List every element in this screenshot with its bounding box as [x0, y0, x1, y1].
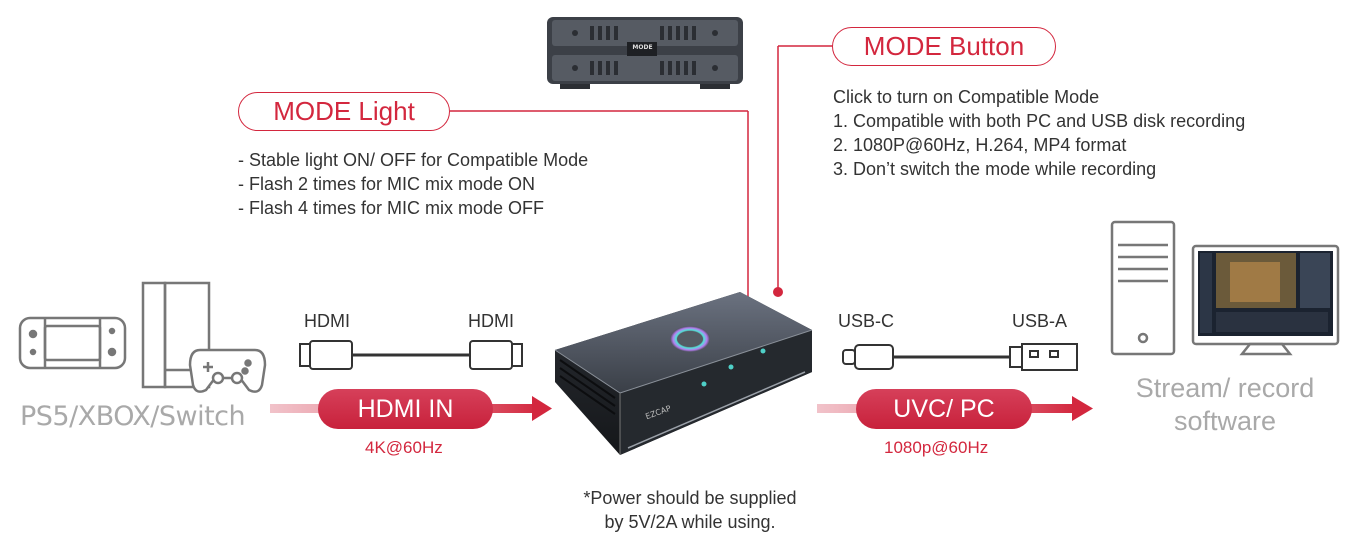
gamepad-icon: [188, 348, 267, 393]
device-rear-view-image: [547, 17, 743, 89]
power-note-line-1: *Power should be supplied: [583, 488, 797, 508]
mode-light-line-1: - Stable light ON/ OFF for Compatible Mo…: [238, 150, 589, 170]
mode-light-line-2: - Flash 2 times for MIC mix mode ON: [238, 174, 536, 194]
hdmi-left-label: HDMI: [304, 311, 350, 331]
computer-tower-icon: [1110, 220, 1176, 356]
mode-light-title: MODE Light: [238, 92, 450, 131]
destination-label-line-1: Stream/ record: [1135, 373, 1315, 403]
hdmi-cable-icon: [299, 340, 523, 370]
device-mode-label: MODE: [632, 44, 653, 51]
mode-light-line-3: - Flash 4 times for MIC mix mode OFF: [238, 198, 545, 218]
usb-cable-icon: [842, 343, 1078, 371]
mode-button-title: MODE Button: [832, 27, 1056, 66]
hdmi-right-label: HDMI: [468, 311, 514, 331]
mode-button-line-3: 2. 1080P@60Hz, H.264, MP4 format: [833, 135, 1127, 155]
destination-label-line-2: software: [1173, 406, 1277, 436]
mode-button-leader-line: [773, 45, 834, 297]
uvc-pc-spec: 1080p@60Hz: [884, 438, 989, 457]
mode-button-line-1: Click to turn on Compatible Mode: [833, 87, 1100, 107]
capture-device-image: [554, 292, 813, 455]
monitor-icon: [1191, 244, 1340, 356]
mode-button-line-2: 1. Compatible with both PC and USB disk …: [833, 111, 1246, 131]
hdmi-in-pill: HDMI IN: [318, 389, 493, 429]
mode-button-line-4: 3. Don’t switch the mode while recording: [833, 159, 1157, 179]
uvc-pc-pill: UVC/ PC: [856, 389, 1032, 429]
handheld-console-icon: [18, 316, 127, 370]
power-note-line-2: by 5V/2A while using.: [604, 512, 776, 532]
usb-a-label: USB-A: [1012, 311, 1068, 331]
hdmi-in-spec: 4K@60Hz: [365, 438, 443, 457]
usb-c-label: USB-C: [838, 311, 895, 331]
source-devices-label: PS5/XBOX/Switch: [20, 401, 246, 432]
